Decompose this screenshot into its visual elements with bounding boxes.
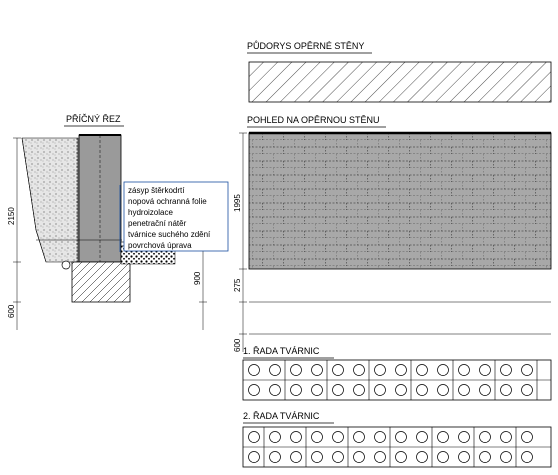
legend-item-6: povrchová úprava [128,241,192,250]
block-core-hole [500,384,512,396]
block-core-hole [290,431,302,443]
block-core-hole [290,384,302,396]
block-core-hole [374,384,386,396]
block-core-hole [290,451,302,463]
block-core-hole [500,431,512,443]
block-core-hole [311,384,323,396]
block-core-hole [521,431,533,443]
row1-blocks [242,359,552,401]
plan-title: PŮDORYS OPĚRNÉ STĚNY [247,40,364,51]
block-core-hole [332,431,344,443]
block-core-hole [374,451,386,463]
block-core-hole [416,384,428,396]
block-core-hole [437,364,449,376]
block-core-hole [311,431,323,443]
dim-footing-depth: 600 [7,304,16,318]
block-core-hole [437,451,449,463]
block-core-hole [290,364,302,376]
dim-elev-footing: 600 [233,338,242,352]
dim-elev-base: 275 [233,278,242,292]
block-core-hole [269,451,281,463]
block-core-hole [248,431,260,443]
block-core-hole [437,384,449,396]
row2-title: 2. ŘADA TVÁRNIC [243,411,320,421]
block-core-hole [458,451,470,463]
row2-blocks [242,426,552,468]
row1-title: 1. ŘADA TVÁRNIC [243,346,320,356]
block-core-hole [500,451,512,463]
block-core-hole [395,451,407,463]
block-core-hole [395,364,407,376]
block-core-hole [332,364,344,376]
dim-grade-depth: 900 [193,271,202,285]
block-core-hole [479,451,491,463]
block-core-hole [311,364,323,376]
gravel-backfill [21,137,79,263]
block-core-hole [269,431,281,443]
dim-elev-wall: 1995 [233,194,242,212]
block-core-hole [269,384,281,396]
legend-box [123,181,229,252]
block-core-hole [248,384,260,396]
legend-item-3: hydroizolace [128,208,173,217]
block-core-hole [353,384,365,396]
block-core-hole [374,364,386,376]
section-title: PŘÍČNÝ ŘEZ [66,114,121,124]
block-core-hole [353,451,365,463]
block-core-hole [416,451,428,463]
legend-item-2: nopová ochranná folie [128,197,207,206]
elevation-title: POHLED NA OPĚRNOU STĚNU [247,115,380,125]
block-core-hole [395,431,407,443]
block-core-hole [458,431,470,443]
block-core-hole [395,384,407,396]
block-core-hole [353,431,365,443]
legend-item-5: tvárnice suchého zdění [128,230,211,239]
block-core-hole [416,431,428,443]
plan-wall-hatch [248,61,552,103]
drain-pipe [61,260,71,270]
block-core-hole [479,364,491,376]
legend-item-1: zásyp štěrkodrtí [128,186,185,195]
block-core-hole [479,431,491,443]
block-core-hole [248,451,260,463]
block-core-hole [521,451,533,463]
block-core-hole [521,384,533,396]
excavation-line [21,137,47,263]
block-core-hole [416,364,428,376]
block-core-hole [311,451,323,463]
block-core-hole [479,384,491,396]
dim-wall-height: 2150 [7,207,16,225]
block-core-hole [521,364,533,376]
elevation-wall-blocks [248,132,552,270]
block-core-hole [458,364,470,376]
legend-item-4: penetrační nátěr [128,219,187,228]
block-core-hole [437,431,449,443]
block-core-hole [332,384,344,396]
block-core-hole [374,431,386,443]
block-core-hole [332,451,344,463]
block-core-hole [500,364,512,376]
concrete-footing [71,261,131,303]
block-core-hole [269,364,281,376]
block-core-hole [458,384,470,396]
block-core-hole [248,364,260,376]
block-core-hole [353,364,365,376]
